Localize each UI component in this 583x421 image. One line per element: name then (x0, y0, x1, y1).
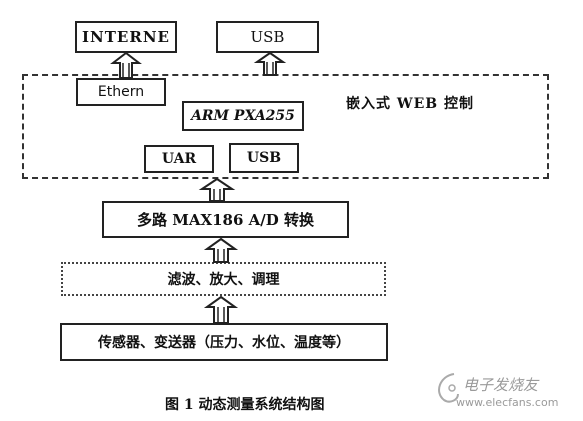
arrow-up-sensors-to-filter (203, 295, 239, 324)
sensors-box: 传感器、变送器（压力、水位、温度等） (60, 323, 388, 361)
adc-box: 多路 MAX186 A/D 转换 (102, 201, 349, 238)
arrow-up-ethernet-internet (110, 51, 142, 79)
arrow-up-filter-to-adc (203, 237, 239, 263)
arm-pxa255-box: ARM PXA255 (182, 101, 304, 131)
uart-box: UAR (144, 145, 214, 173)
usb-inner-box: USB (229, 143, 299, 173)
watermark-logo-text: 电子发烧友 (463, 376, 539, 394)
watermark-url: www.elecfans.com (456, 396, 559, 409)
figure-caption: 图 1 动态测量系统结构图 (165, 397, 325, 413)
watermark-swoosh-icon (438, 373, 459, 403)
filter-amplify-box: 滤波、放大、调理 (61, 262, 386, 296)
internet-box: INTERNE (75, 21, 177, 53)
usb-top-box: USB (216, 21, 319, 53)
arrow-up-usb-top (253, 51, 287, 76)
arrow-up-adc-to-embedded (198, 177, 236, 202)
embedded-web-control-container (22, 74, 549, 179)
ethernet-box: Ethern (76, 78, 166, 106)
web-control-label: 嵌入式 WEB 控制 (346, 96, 474, 112)
